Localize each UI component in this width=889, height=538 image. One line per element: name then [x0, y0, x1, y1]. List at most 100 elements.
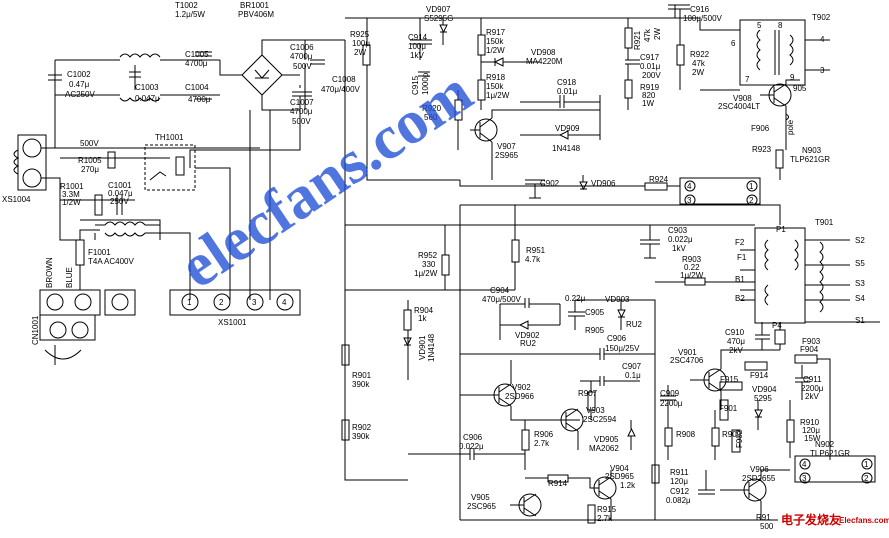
- label-c1002-val1: 0.47μ: [69, 80, 90, 89]
- label-r910: R910: [800, 418, 820, 427]
- label-c1008: C1008: [332, 75, 356, 84]
- label-r952: R952: [418, 251, 438, 260]
- label-b1: B1: [735, 275, 745, 284]
- label-f1: F1: [737, 253, 747, 262]
- label-c1003-val: 0.047μ: [135, 94, 160, 103]
- label-t1002-val: 1.2μ/5W: [175, 10, 205, 19]
- f1001-fuse: [75, 239, 85, 266]
- label-n902-pin4: 4: [802, 460, 807, 469]
- label-n903-pin3: 3: [687, 196, 692, 205]
- xs1004-terminal-top: [22, 138, 42, 158]
- label-f903: F903: [802, 337, 821, 346]
- label-xs1001: XS1001: [218, 318, 247, 327]
- label-c906b-val: 0.022μ: [459, 442, 484, 451]
- label-n902-val: TLP621GR: [810, 449, 850, 458]
- label-r922-val1: 47k: [692, 59, 706, 68]
- label-c1002-val2: AC250V: [65, 90, 95, 99]
- label-c907: C907: [622, 362, 642, 371]
- label-cn1001: CN1001: [31, 315, 40, 345]
- label-r903: R903: [682, 255, 702, 264]
- label-c916-val: 100μ/500V: [683, 14, 723, 23]
- label-c906b: C906: [463, 433, 483, 442]
- label-c904b-val: 0.22μ: [565, 294, 586, 303]
- label-r918: R918: [486, 73, 506, 82]
- label-t901: T901: [815, 218, 834, 227]
- label-r921-val1: 47k: [643, 28, 652, 42]
- label-v903-val: 2SC2594: [583, 415, 617, 424]
- label-c902: C902: [540, 179, 560, 188]
- label-c1002: C1002: [67, 70, 91, 79]
- label-r951: R951: [526, 246, 546, 255]
- label-r903-val1: 0.22: [684, 263, 700, 272]
- label-pin4: 4: [282, 298, 287, 307]
- label-vd901: VD901: [418, 335, 427, 360]
- label-ru2: RU2: [626, 320, 643, 329]
- label-br1001: BR1001: [240, 1, 269, 10]
- label-n903-pin1: 1: [749, 182, 754, 191]
- label-vd905: VD905: [594, 435, 619, 444]
- label-b2: B2: [735, 294, 745, 303]
- label-c918: C918: [557, 78, 577, 87]
- label-r1001-val1: 3.3M: [62, 190, 80, 199]
- label-c1001: C1001: [108, 181, 132, 190]
- label-r919-val1: 820: [642, 91, 656, 100]
- label-t902: T902: [812, 13, 831, 22]
- label-pin3: 3: [252, 298, 257, 307]
- label-r921: R921: [633, 30, 642, 50]
- label-r905: R905: [585, 326, 605, 335]
- label-r913-val: 1.2k: [620, 481, 636, 490]
- label-f906-val: pole: [786, 119, 795, 135]
- label-r1001: R1001: [60, 182, 84, 191]
- label-c905: C905: [585, 308, 605, 317]
- label-r907: R907: [578, 389, 598, 398]
- label-r902-val: 390k: [352, 432, 370, 441]
- xs1004-terminal-bottom: [22, 168, 42, 188]
- label-r916-val: 500: [760, 522, 774, 531]
- label-c915-val: 1000p: [421, 72, 430, 95]
- label-v901-val: 2SC4706: [670, 356, 704, 365]
- label-blue: BLUE: [65, 267, 74, 288]
- label-t902-pin4: 4: [820, 35, 825, 44]
- label-r952-val2: 1μ/2W: [414, 269, 438, 278]
- label-c918-val: 0.01μ: [557, 87, 578, 96]
- label-c914-val1: 100μ: [408, 42, 426, 51]
- th1001-box: [144, 144, 196, 191]
- t902-transformer: [739, 19, 806, 86]
- label-r909: R909: [722, 430, 742, 439]
- label-v907-val: 2S965: [495, 151, 519, 160]
- wires: [13, 4, 880, 524]
- label-v908-val: 2SC4004LT: [718, 102, 760, 111]
- label-c903-val1: 0.022μ: [668, 235, 693, 244]
- n902-optocoupler: [794, 455, 876, 483]
- label-s2: S2: [855, 236, 865, 245]
- label-r951-val: 4.7k: [525, 255, 541, 264]
- label-v906: V906: [750, 465, 769, 474]
- label-r906-val: 2.7k: [534, 439, 550, 448]
- label-v903: V903: [586, 406, 605, 415]
- label-c1004: C1004: [185, 83, 209, 92]
- xs1001-connector: [169, 289, 301, 316]
- label-r910-val2: 15W: [804, 434, 821, 443]
- n903-optocoupler: [679, 177, 761, 205]
- label-f2: F2: [735, 238, 745, 247]
- label-c904: C904: [490, 286, 510, 295]
- label-c917-val1: 0.01μ: [640, 62, 661, 71]
- label-r925-val1: 100μ: [352, 39, 370, 48]
- label-n902-pin1: 1: [864, 460, 869, 469]
- label-r922: R922: [690, 50, 710, 59]
- label-p4: P4: [772, 321, 782, 330]
- label-n902-pin3: 3: [802, 474, 807, 483]
- label-c911-val2: 2kV: [805, 392, 819, 401]
- label-r915: R915: [597, 505, 617, 514]
- label-c1008-val: 470μ/400V: [321, 85, 361, 94]
- label-f1001-val: T4A AC400V: [88, 257, 134, 266]
- label-vd905-val: MA2062: [589, 444, 619, 453]
- label-r911-val: 120μ: [670, 477, 688, 486]
- label-c1007-val2: 500V: [292, 117, 311, 126]
- label-vd904: VD904: [752, 385, 777, 394]
- label-r921-val2: 2W: [653, 28, 662, 40]
- label-brown: BROWN: [45, 257, 54, 288]
- label-r1005-val: 270μ: [81, 165, 99, 174]
- component-labels: T1002 1.2μ/5W BR1001 PBV406M C1005 4700μ…: [2, 1, 869, 531]
